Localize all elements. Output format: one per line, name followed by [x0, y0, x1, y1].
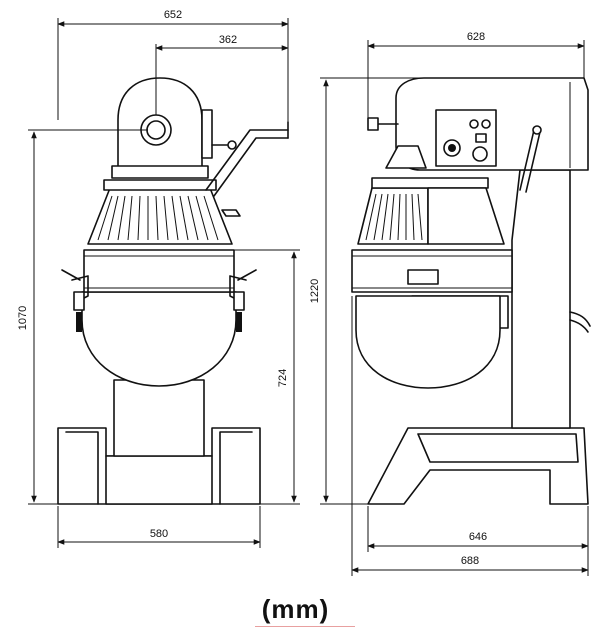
units-label: (mm) — [261, 594, 330, 624]
dim-side-base-outer: 688 — [461, 555, 479, 567]
units-underline — [255, 626, 355, 627]
dim-front-base-width: 580 — [150, 528, 168, 540]
front-dimensions: 652 362 1070 724 580 — [17, 9, 300, 548]
dim-side-height: 1220 — [309, 279, 321, 303]
dim-front-height: 1070 — [17, 306, 29, 330]
dim-front-arm-offset: 362 — [219, 34, 237, 46]
dim-front-bowl-height: 724 — [277, 369, 289, 387]
right-clamp — [229, 269, 257, 332]
dim-side-top-width: 628 — [467, 31, 485, 43]
side-view — [351, 77, 591, 505]
dim-front-overall-width: 652 — [164, 9, 182, 21]
left-clamp — [61, 269, 89, 332]
dim-side-base-inner: 646 — [469, 531, 487, 543]
side-dimensions: 628 1220 646 688 — [309, 31, 589, 576]
front-view — [57, 77, 289, 505]
